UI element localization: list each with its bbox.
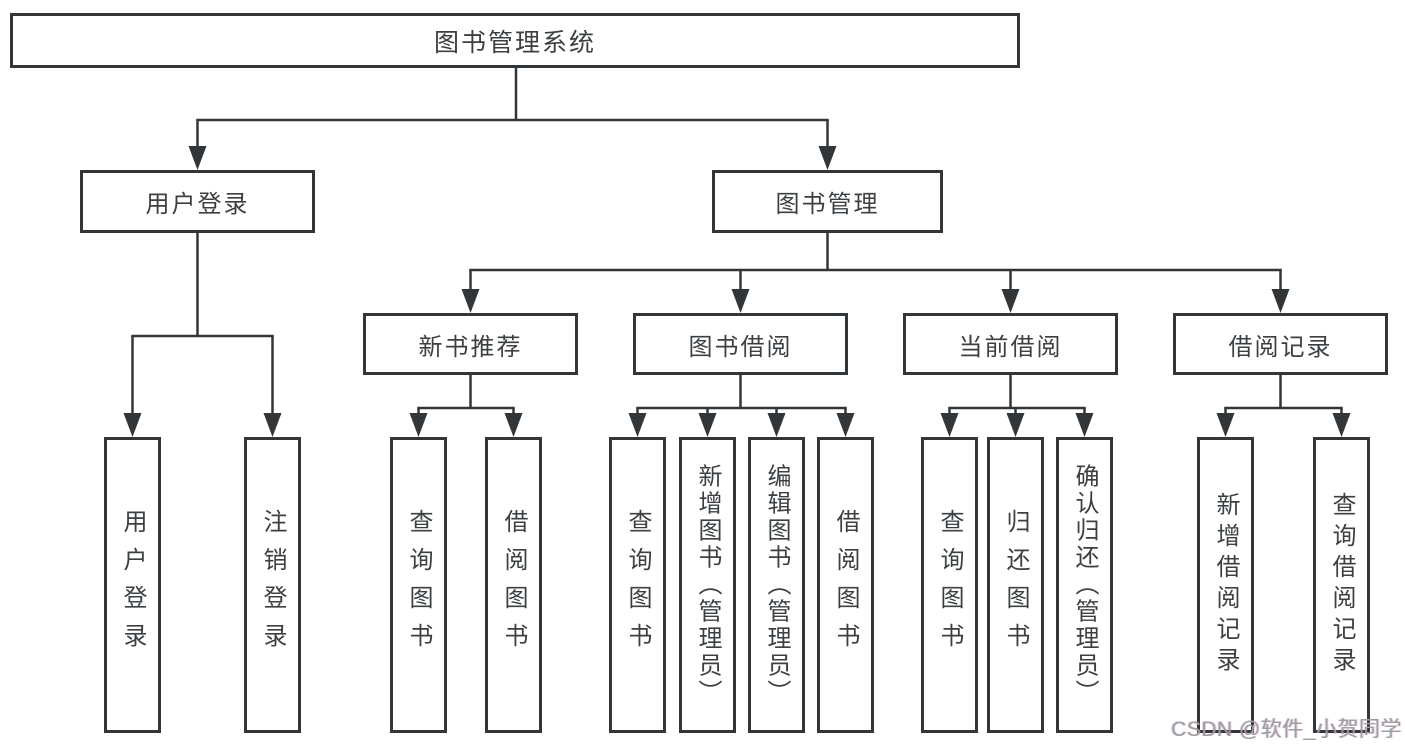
leaf-borrow-books-1: 借阅图书 (485, 437, 542, 733)
leaf-confirm-return-admin: 确认归还（管理员） (1056, 437, 1113, 733)
csdn-watermark: CSDN @软件_小贺同学 (1171, 718, 1402, 741)
arrowhead-icon (1001, 289, 1020, 313)
leaf-borrow-books-2: 借阅图书 (817, 437, 874, 733)
leaf-label: 借阅图书 (832, 509, 859, 661)
arrowhead-icon (1216, 413, 1235, 437)
node-user-login: 用户登录 (80, 170, 315, 233)
node-book-borrowing: 图书借阅 (633, 313, 848, 375)
leaf-label: 新增图书（管理员） (694, 463, 721, 707)
arrowhead-icon (263, 413, 282, 437)
node-label: 用户登录 (145, 191, 250, 218)
connector-bookborrow-to-leaves (628, 375, 855, 437)
leaf-query-borrow-record: 查询借阅记录 (1313, 437, 1370, 733)
leaf-label: 确认归还（管理员） (1071, 463, 1098, 707)
connector-newbookrec-to-leaves (409, 375, 523, 437)
node-label: 新书推荐 (418, 333, 523, 361)
arrowhead-icon (188, 146, 207, 170)
leaf-label: 新增借阅记录 (1212, 492, 1239, 678)
connector-root-to-level2 (188, 68, 837, 170)
arrowhead-icon (731, 289, 750, 313)
leaf-label: 借阅图书 (500, 509, 527, 661)
leaf-label: 查询图书 (624, 509, 651, 661)
node-label: 当前借阅 (958, 333, 1063, 361)
arrowhead-icon (818, 146, 837, 170)
arrowhead-icon (836, 413, 855, 437)
leaf-label: 用户登录 (119, 509, 146, 661)
arrowhead-icon (461, 289, 480, 313)
leaf-add-book-admin: 新增图书（管理员） (679, 437, 736, 733)
arrowhead-icon (940, 413, 959, 437)
node-label: 图书管理系统 (433, 28, 596, 57)
leaf-label: 注销登录 (259, 509, 286, 661)
node-label: 图书管理 (775, 191, 880, 218)
node-borrowing-records: 借阅记录 (1173, 313, 1388, 375)
arrowhead-icon (409, 413, 428, 437)
leaf-label: 查询图书 (405, 509, 432, 661)
leaf-query-books-3: 查询图书 (921, 437, 978, 733)
node-label: 图书借阅 (688, 333, 793, 361)
leaf-edit-book-admin: 编辑图书（管理员） (748, 437, 805, 733)
node-label: 借阅记录 (1228, 333, 1333, 361)
arrowhead-icon (1006, 413, 1025, 437)
arrowhead-icon (1075, 413, 1094, 437)
arrowhead-icon (504, 413, 523, 437)
node-library-management-system: 图书管理系统 (10, 13, 1020, 68)
leaf-user-login: 用户登录 (104, 437, 161, 733)
leaf-add-borrow-record: 新增借阅记录 (1197, 437, 1254, 733)
arrowhead-icon (698, 413, 717, 437)
node-new-book-recommend: 新书推荐 (363, 313, 578, 375)
arrowhead-icon (628, 413, 647, 437)
arrowhead-icon (123, 413, 142, 437)
connector-userlogin-to-leaves (123, 233, 282, 437)
leaf-label: 编辑图书（管理员） (763, 463, 790, 707)
arrowhead-icon (1332, 413, 1351, 437)
arrowhead-icon (1271, 289, 1290, 313)
leaf-query-books-1: 查询图书 (390, 437, 447, 733)
leaf-query-books-2: 查询图书 (609, 437, 666, 733)
leaf-logout: 注销登录 (244, 437, 301, 733)
leaf-label: 归还图书 (1002, 509, 1029, 661)
leaf-label: 查询图书 (936, 509, 963, 661)
connector-bookmgmt-to-level3 (461, 233, 1290, 313)
node-current-borrowing: 当前借阅 (903, 313, 1118, 375)
connector-currentborrow-to-leaves (940, 375, 1094, 437)
leaf-return-book: 归还图书 (987, 437, 1044, 733)
connector-borrowrecords-to-leaves (1216, 375, 1351, 437)
leaf-label: 查询借阅记录 (1328, 492, 1355, 678)
node-book-management: 图书管理 (712, 170, 943, 233)
arrowhead-icon (767, 413, 786, 437)
